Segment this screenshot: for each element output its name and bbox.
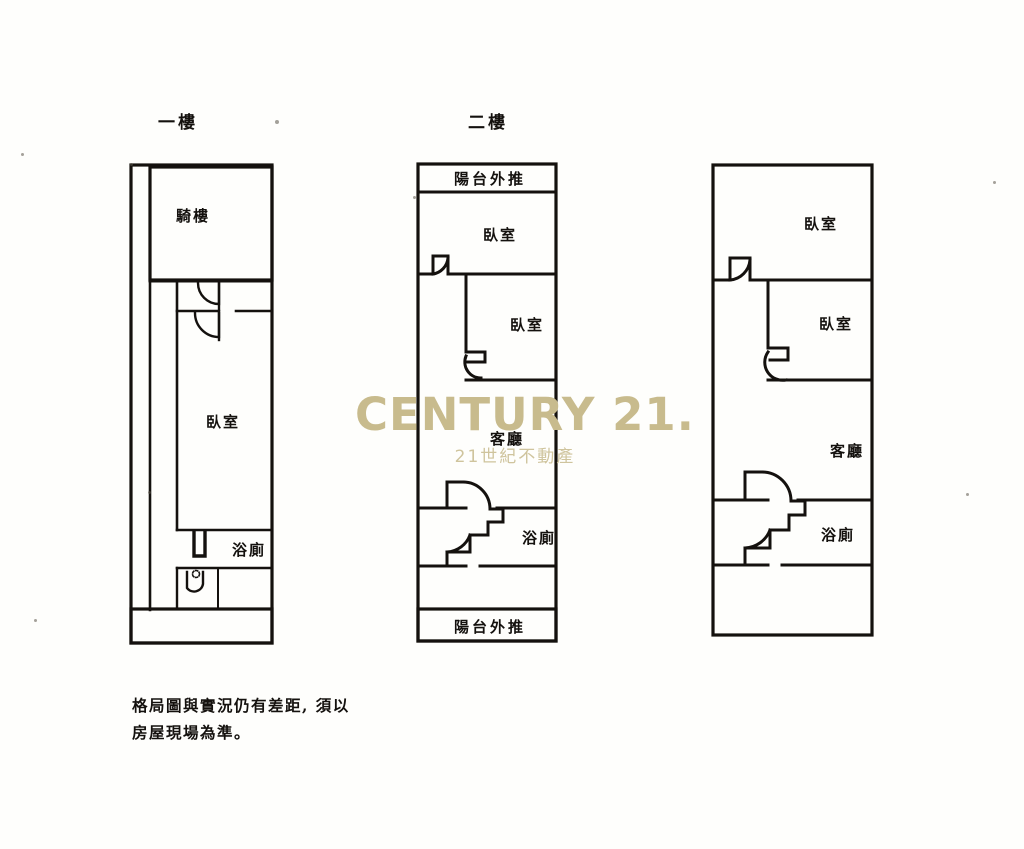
floor-2-room-balcony-top: 陽台外推: [453, 170, 526, 188]
floor-2-title: 二樓: [468, 113, 508, 133]
floor-1-room-bathroom: 浴廁: [231, 541, 266, 559]
floor-3-room-bedroom-2: 臥室: [818, 315, 853, 333]
scan-speck: [148, 491, 151, 494]
floor-1-doors: [185, 281, 221, 593]
floor-1-room-bedroom: 臥室: [205, 413, 240, 431]
floor-3-room-living: 客廳: [829, 442, 864, 460]
floor-1-room-arcade: 騎樓: [175, 207, 210, 225]
floor-2-room-balcony-bottom: 陽台外推: [453, 618, 526, 636]
disclaimer-line-2: 房屋現場為準。: [132, 723, 252, 742]
floor-2-room-bedroom-1: 臥室: [482, 226, 517, 244]
floor-2-room-bedroom-2: 臥室: [509, 316, 544, 334]
floor-1-outline: [129, 163, 274, 645]
scan-speck: [21, 153, 24, 156]
floor-1-title: 一樓: [158, 113, 198, 133]
floor-3-room-bathroom: 浴廁: [820, 526, 855, 544]
floor-3-doors: [711, 256, 807, 567]
scan-speck: [966, 493, 969, 496]
scan-speck: [993, 181, 996, 184]
disclaimer-line-1: 格局圖與實況仍有差距, 須以: [132, 696, 350, 715]
floor-2-room-living: 客廳: [489, 430, 524, 448]
scan-speck: [275, 120, 279, 124]
floor-3-room-bedroom-1: 臥室: [803, 215, 838, 233]
floor-2-room-bathroom: 浴廁: [521, 529, 556, 547]
scan-speck: [413, 196, 416, 199]
floor-2-doors: [416, 254, 505, 568]
scan-speck: [130, 163, 133, 166]
disclaimer-note: 格局圖與實況仍有差距, 須以 房屋現場為準。: [132, 692, 350, 746]
scan-speck: [34, 619, 37, 622]
